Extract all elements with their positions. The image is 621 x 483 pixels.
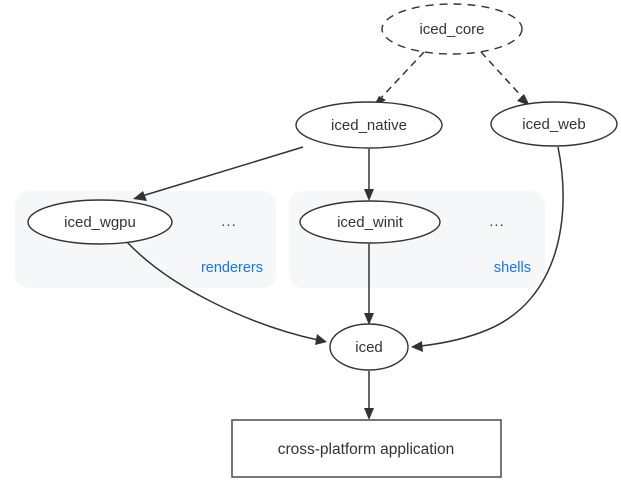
node-iced-winit-shape[interactable] [299,200,441,244]
node-iced-native[interactable]: iced_native [295,101,443,149]
edge-iced-native-to-iced-wgpu [133,146,304,201]
node-iced-label: iced [355,339,383,356]
node-iced-winit-label: iced_winit [337,214,404,231]
node-iced-web-label: iced_web [522,116,585,133]
cluster-renderers-label: renderers [201,260,263,276]
edge-iced-to-application [364,371,374,420]
edge-iced-core-to-iced-web-arrowhead [517,94,530,106]
edge-iced-core-to-iced-web-line [480,51,525,100]
edge-iced-wgpu-to-iced-arrowhead [315,334,327,345]
edge-iced-web-to-iced-arrowhead [411,341,423,352]
node-iced-wgpu[interactable]: iced_wgpu [27,199,173,245]
node-iced-native-label: iced_native [331,117,407,134]
edge-iced-native-to-iced-wgpu-arrowhead [133,191,147,201]
node-application-label: cross-platform application [278,441,455,458]
node-iced-core-shape[interactable] [381,3,523,55]
node-iced-web[interactable]: iced_web [490,101,618,147]
node-application[interactable]: cross-platform application [231,419,502,478]
node-iced-web-shape[interactable] [490,101,618,147]
node-iced[interactable]: iced [329,323,409,371]
cluster-shells-label: shells [494,260,531,276]
node-iced-wgpu-label: iced_wgpu [64,214,136,231]
edge-iced-native-to-iced-winit-arrowhead [364,189,374,201]
node-iced-wgpu-shape[interactable] [27,199,173,245]
edge-iced-winit-to-iced [364,244,374,325]
edge-iced-native-to-iced-wgpu-line [141,146,304,197]
edge-iced-wgpu-to-iced-line [125,240,319,341]
node-iced-core-label: iced_core [419,21,484,38]
edge-iced-core-to-iced-native-line [378,51,425,101]
cluster-renderers-ellipsis: ... [221,213,237,230]
edge-iced-to-application-arrowhead [364,408,374,420]
node-iced-winit[interactable]: iced_winit [299,200,441,244]
edge-iced-web-to-iced [411,146,564,352]
edge-iced-winit-to-iced-arrowhead [364,313,374,325]
cluster-shells-ellipsis: ... [489,213,505,230]
edge-iced-wgpu-to-iced [125,240,327,345]
edge-iced-core-to-iced-web [480,51,530,106]
edge-iced-core-to-iced-native [373,51,425,107]
node-iced-shape[interactable] [329,323,409,371]
node-iced-core[interactable]: iced_core [381,3,523,55]
edge-iced-web-to-iced-line [420,146,564,347]
edge-iced-native-to-iced-winit [364,149,374,201]
node-iced-native-shape[interactable] [295,101,443,149]
node-application-shape[interactable] [231,419,502,478]
